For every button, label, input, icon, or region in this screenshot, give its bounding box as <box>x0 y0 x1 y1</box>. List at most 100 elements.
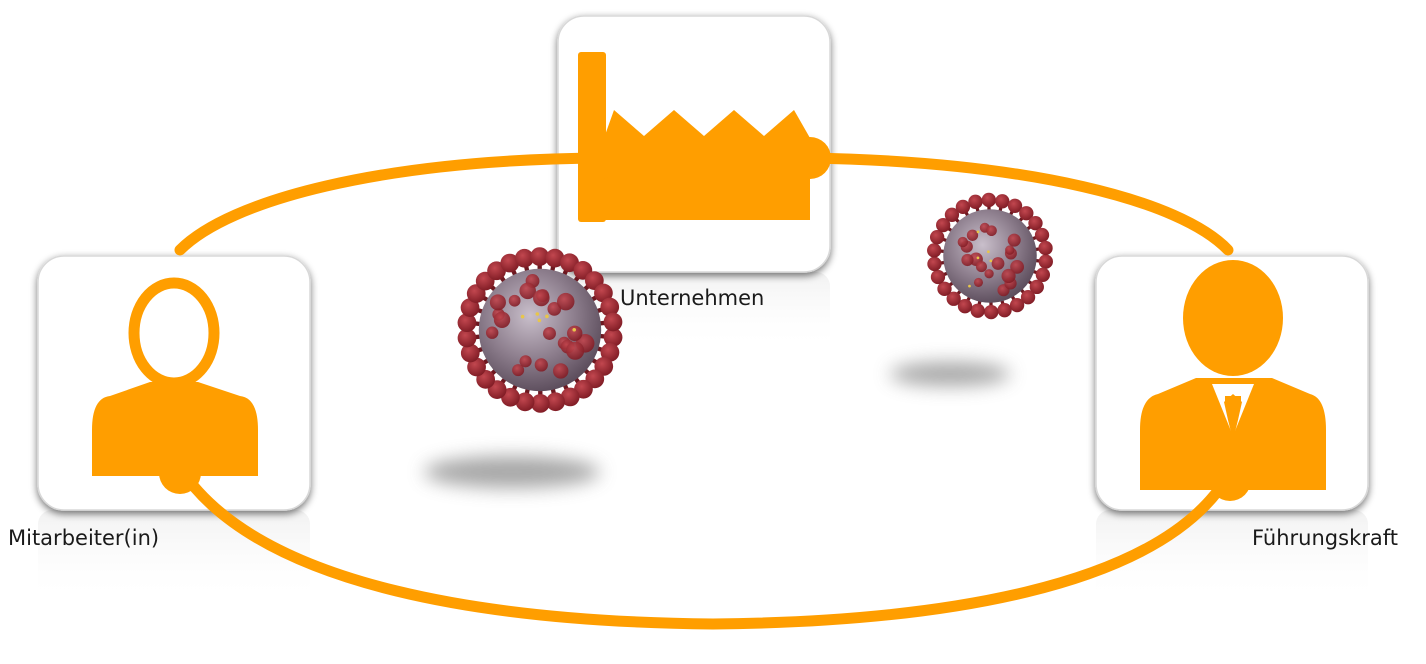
coronavirus-icon <box>927 192 1053 320</box>
virus-spike <box>515 248 534 268</box>
virus-spike <box>1001 268 1016 284</box>
virus-spike <box>500 253 520 273</box>
virus-spike <box>984 304 999 320</box>
virus-spike <box>530 394 550 413</box>
virus-spike <box>1035 267 1051 282</box>
virus-accent <box>968 284 971 288</box>
virus-spike <box>556 292 575 311</box>
virus-spike <box>957 299 973 314</box>
virus-shadow <box>424 456 600 488</box>
virus-body <box>943 209 1037 303</box>
virus-spike <box>929 230 945 245</box>
virus-spike <box>1034 227 1050 243</box>
virus-spike <box>603 312 623 332</box>
person-outline-icon <box>92 277 258 476</box>
virus-spike <box>460 298 480 317</box>
virus-spike <box>553 363 569 379</box>
virus-spike <box>485 326 499 339</box>
virus-spike <box>489 294 506 311</box>
factory-icon <box>578 52 810 222</box>
virus-spike <box>966 229 979 241</box>
virus-spike <box>566 341 585 360</box>
virus-accent <box>987 250 990 254</box>
virus-spike <box>927 243 942 258</box>
virus-spike <box>997 303 1012 318</box>
connection-loop <box>174 152 1234 630</box>
virus-spike <box>1005 245 1015 255</box>
virus-spike <box>986 225 997 237</box>
virus-spike <box>512 364 525 377</box>
virus-spike <box>1028 216 1043 231</box>
virus-spike <box>543 327 556 340</box>
virus-spike <box>457 328 477 348</box>
virus-spike <box>1019 206 1034 221</box>
virus-spike <box>955 199 971 215</box>
label-company: Unternehmen <box>620 286 765 310</box>
virus-spike <box>508 294 521 307</box>
virus-accent <box>537 318 542 323</box>
virus-spike <box>946 291 961 306</box>
virus-accent <box>976 256 980 260</box>
virus-spike <box>968 194 983 209</box>
businessman-icon <box>1140 260 1326 490</box>
virus-spike <box>927 256 942 272</box>
virus-spike <box>493 311 511 328</box>
virus-spike <box>975 261 987 273</box>
virus-spike <box>991 257 1005 270</box>
connector-dot <box>159 452 201 494</box>
virus-spike <box>984 269 994 279</box>
connector-company-manager <box>804 152 1234 256</box>
connector-employee-company <box>174 152 606 256</box>
virus-spike <box>545 248 565 268</box>
virus-spike <box>1020 290 1036 305</box>
virus-spike <box>944 207 960 222</box>
reflection-company <box>558 272 830 350</box>
reflection-employee <box>38 510 310 602</box>
virus-spike <box>995 194 1010 209</box>
virus-spike <box>937 281 952 296</box>
connector-dot <box>789 137 831 179</box>
virus-spike <box>1007 198 1023 213</box>
virus-spike <box>1038 254 1053 269</box>
virus-spike <box>981 192 996 208</box>
virus-spike <box>547 302 562 316</box>
label-employee: Mitarbeiter(in) <box>8 526 160 550</box>
virus-spike <box>961 253 974 267</box>
virus-shadow <box>890 362 1010 386</box>
virus-spike <box>970 303 985 318</box>
virus-spike <box>1009 297 1025 313</box>
virus-accent <box>545 314 549 319</box>
virus-spike <box>1038 240 1053 256</box>
connector-employee-manager <box>174 462 1234 630</box>
virus-accent <box>989 259 993 263</box>
virus-spike <box>533 289 550 307</box>
connector-dot <box>1209 459 1251 501</box>
virus-spike <box>560 387 580 407</box>
virus-spike <box>936 217 951 233</box>
virus-spike <box>973 277 983 287</box>
virus-spike <box>603 327 623 347</box>
virus-spike <box>930 269 946 285</box>
virus-spike <box>460 343 480 363</box>
virus-spike <box>957 236 969 248</box>
coronavirus-icon <box>457 247 623 413</box>
virus-spike <box>1007 233 1021 247</box>
virus-spike <box>546 392 565 412</box>
virus-spike <box>1010 259 1025 274</box>
virus-spike <box>600 297 620 317</box>
virus-spike <box>594 283 613 303</box>
virus-spike <box>519 355 532 368</box>
virus-spike <box>600 343 620 362</box>
virus-spike <box>530 247 550 266</box>
virus-spike <box>457 313 477 333</box>
connection-points <box>159 137 1251 501</box>
label-manager: Führungskraft <box>1252 526 1398 550</box>
virus-spike <box>534 358 548 372</box>
virus-accent <box>976 230 980 234</box>
virus-spike <box>467 357 486 377</box>
virus-spike <box>519 282 536 300</box>
virus-spike <box>1029 279 1044 295</box>
virus-accent <box>572 328 577 332</box>
connector-dot <box>579 137 621 179</box>
